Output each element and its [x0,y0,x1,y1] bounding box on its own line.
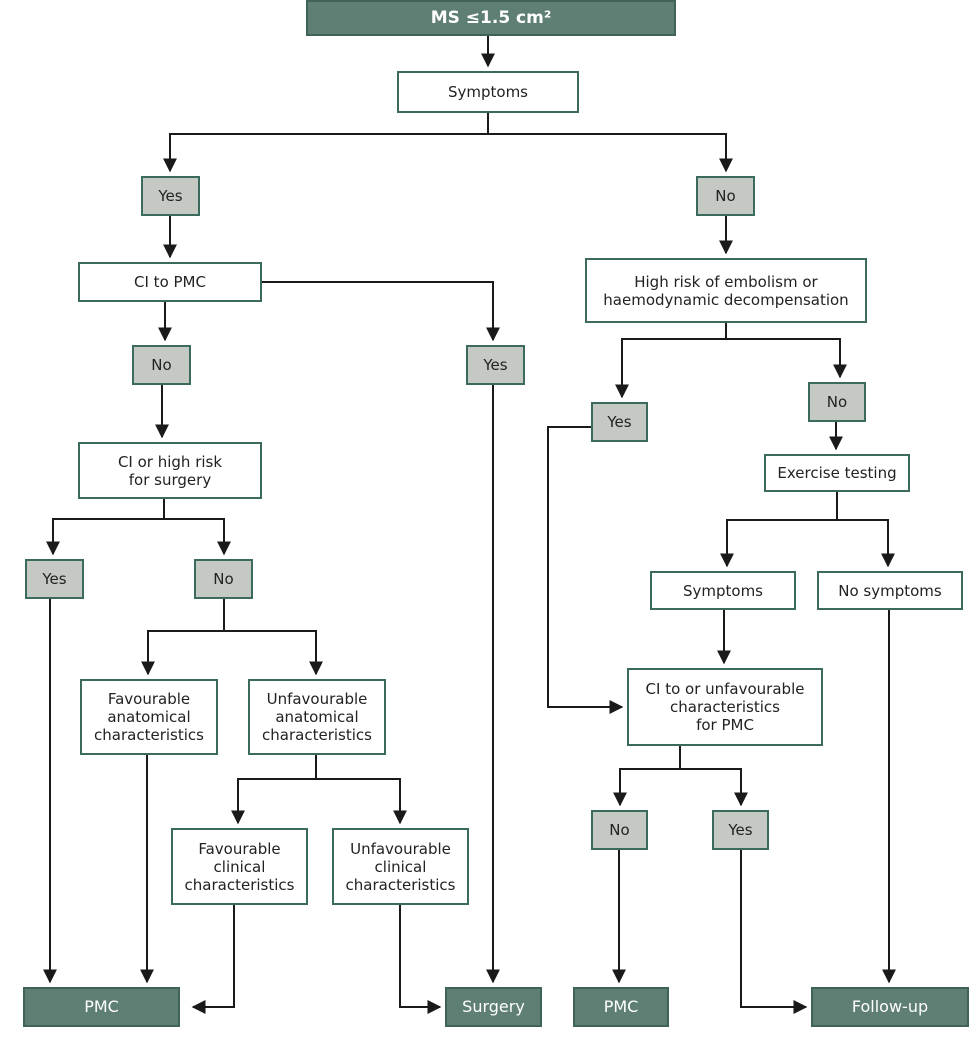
edge-embolism-no [726,338,847,379]
node-no-symptoms: No [696,176,755,216]
edge-unfav-anatomical-split [231,755,317,825]
edge-ci-unfav-split [613,746,681,807]
outcome-pmc-left: PMC [23,987,180,1027]
edge-exercise-no-symptoms [837,519,895,568]
edge-embolism-yes [615,323,727,399]
edge-high-risk-no [164,518,231,556]
node-unfavourable-anatomical: Unfavourable anatomical characteristics [248,679,386,755]
edge-unfav-anat-unfav-clinical [316,778,407,825]
node-yes-ci-unfav: Yes [712,810,769,850]
title-box: MS ≤1.5 cm² [306,0,676,36]
node-no-ci-pmc: No [132,345,191,385]
node-no-surgery-risk: No [194,559,253,599]
node-unfavourable-clinical: Unfavourable clinical characteristics [332,828,469,905]
edge-no-anatomical-split [141,599,225,676]
node-ci-to-pmc: CI to PMC [78,262,262,302]
outcome-pmc-right: PMC [573,987,669,1027]
edge-ci-pmc-yes [262,281,500,342]
node-exercise-no-symptoms: No symptoms [817,571,963,610]
edge-fav-clinical-pmc [191,905,235,1014]
node-high-risk-embolism: High risk of embolism or haemodynamic de… [585,258,867,323]
node-favourable-clinical: Favourable clinical characteristics [171,828,308,905]
outcome-follow-up: Follow-up [811,987,969,1027]
node-exercise-testing: Exercise testing [764,454,910,492]
edge-symptoms-no [488,133,733,173]
node-ci-unfavourable-pmc: CI to or unfavourable characteristics fo… [627,668,823,746]
node-no-high-risk: No [808,382,866,422]
node-exercise-symptoms: Symptoms [650,571,796,610]
edge-exercise-split [720,492,838,568]
node-yes-high-risk: Yes [591,402,648,442]
node-symptoms: Symptoms [397,71,579,113]
node-favourable-anatomical: Favourable anatomical characteristics [80,679,218,755]
node-yes-surgery-risk: Yes [25,559,84,599]
node-no-ci-unfav: No [591,810,648,850]
edge-yes-followup [740,850,808,1014]
edge-unfav-clinical-surgery [399,905,442,1014]
node-ci-high-risk-surgery: CI or high risk for surgery [78,442,262,499]
edge-symptoms-split [163,113,489,173]
edge-high-risk-split [46,499,165,556]
node-yes-ci-pmc: Yes [466,345,525,385]
node-yes-symptoms: Yes [141,176,200,216]
outcome-surgery: Surgery [445,987,542,1027]
edge-yes-ci-unfav [547,426,624,714]
edge-no-unfav-anatomical [224,630,323,676]
edge-ci-unfav-yes [680,768,748,807]
